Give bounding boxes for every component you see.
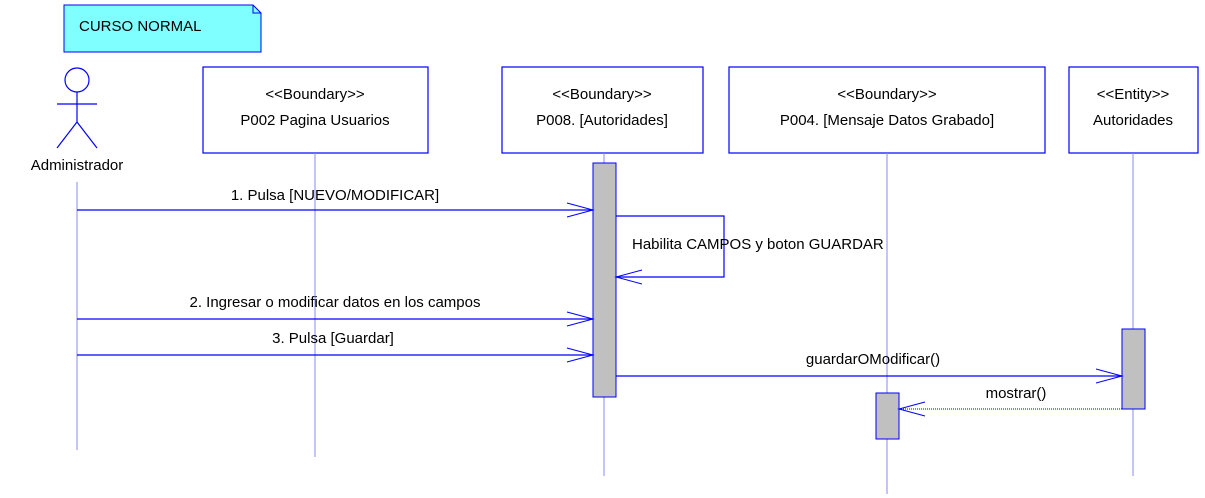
participant-p004-mensaje-datos-grabado: <<Boundary>> P004. [Mensaje Datos Grabad… bbox=[728, 66, 1046, 154]
message-label: mostrar() bbox=[986, 385, 1047, 402]
message-mostrar: mostrar() bbox=[897, 385, 1122, 417]
message-2: 2. Ingresar o modificar datos en los cam… bbox=[77, 294, 595, 327]
message-label: 1. Pulsa [NUEVO/MODIFICAR] bbox=[231, 187, 439, 204]
note-text: CURSO NORMAL bbox=[79, 18, 202, 35]
message-label: 2. Ingresar o modificar datos en los cam… bbox=[190, 294, 481, 311]
message-label: 3. Pulsa [Guardar] bbox=[272, 330, 394, 347]
actor-name: Administrador bbox=[31, 157, 124, 174]
activation-p008 bbox=[592, 162, 617, 398]
participant-p008-autoridades: <<Boundary>> P008. [Autoridades] bbox=[501, 66, 704, 154]
message-label: guardarOModificar() bbox=[806, 351, 940, 368]
actor-icon bbox=[56, 67, 98, 149]
participant-stereotype: <<Entity>> bbox=[1097, 86, 1170, 103]
activation-p004 bbox=[875, 392, 900, 440]
note-curso-normal: CURSO NORMAL bbox=[63, 4, 262, 53]
participant-name: P002 Pagina Usuarios bbox=[240, 112, 389, 129]
participant-p002-pagina-usuarios: <<Boundary>> P002 Pagina Usuarios bbox=[202, 66, 429, 154]
participant-stereotype: <<Boundary>> bbox=[265, 86, 364, 103]
message-arrow bbox=[614, 215, 725, 285]
message-1: 1. Pulsa [NUEVO/MODIFICAR] bbox=[77, 187, 595, 218]
participant-name: P008. [Autoridades] bbox=[536, 112, 668, 129]
activation-autoridades bbox=[1121, 328, 1146, 410]
participant-autoridades-entity: <<Entity>> Autoridades bbox=[1068, 66, 1199, 154]
participant-name: Autoridades bbox=[1093, 112, 1173, 129]
participant-name: P004. [Mensaje Datos Grabado] bbox=[780, 112, 994, 129]
participant-stereotype: <<Boundary>> bbox=[552, 86, 651, 103]
message-self-habilita: Habilita CAMPOS y boton GUARDAR bbox=[614, 215, 884, 285]
message-3: 3. Pulsa [Guardar] bbox=[77, 330, 595, 363]
message-label: Habilita CAMPOS y boton GUARDAR bbox=[632, 236, 884, 253]
message-guardar-o-modificar: guardarOModificar() bbox=[616, 351, 1124, 384]
participant-stereotype: <<Boundary>> bbox=[837, 86, 936, 103]
actor-administrador: Administrador bbox=[31, 67, 124, 174]
